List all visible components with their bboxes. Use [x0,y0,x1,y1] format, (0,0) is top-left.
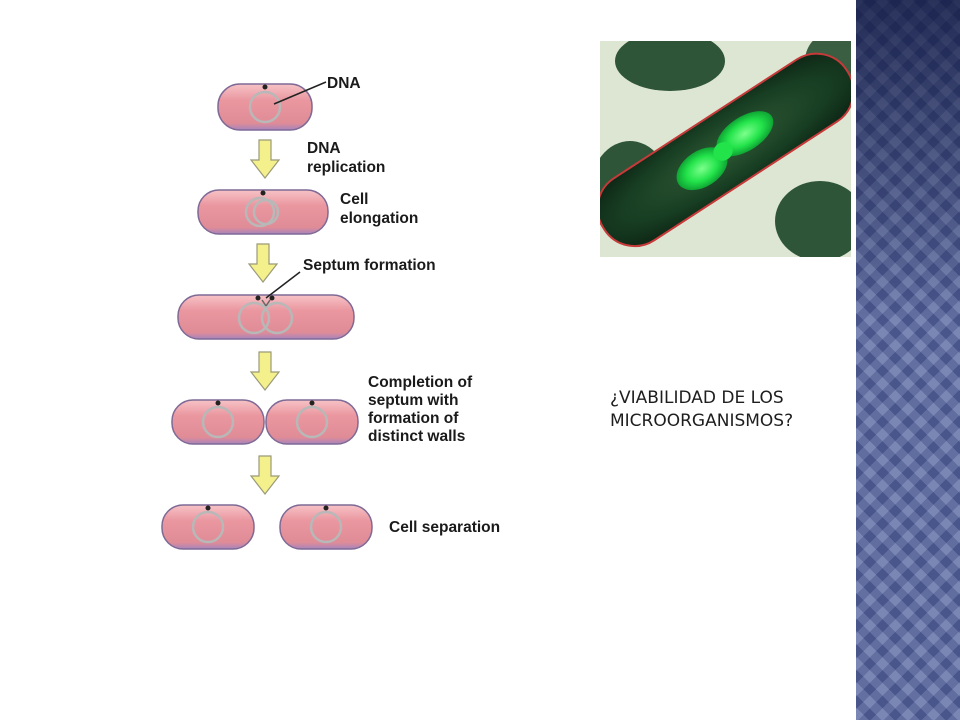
diagram-graphics [161,81,373,550]
label-completion-line2: septum with [368,392,459,409]
binary-fission-diagram: DNA DNA replication Cell elongation Sept… [150,60,530,560]
label-septum-formation: Septum formation [303,257,436,274]
cell-stage-2 [197,189,329,235]
label-cell-separation: Cell separation [389,519,501,536]
micrograph-image [600,41,851,257]
label-completion-line4: distinct walls [368,428,466,445]
label-completion-line1: Completion of [368,374,473,391]
micrograph-graphics [600,41,851,257]
cell-stage-5 [161,504,373,550]
arrow-down-icon [249,351,281,391]
cell-stage-3 [177,271,355,340]
question-line-2: MICROORGANISMOS? [610,411,794,431]
viability-question: ¿VIABILIDAD DE LOS MICROORGANISMOS? [610,387,850,433]
label-completion-line3: formation of [368,410,459,427]
label-cell-elongation-line2: elongation [340,210,419,227]
arrow-down-icon [247,243,279,283]
arrow-down-icon [249,455,281,495]
label-dna-replication-line1: DNA [307,140,341,157]
label-dna-replication-line2: replication [307,159,386,176]
label-dna: DNA [327,75,361,92]
cell-stage-4 [171,399,359,445]
cell-stage-1 [217,81,327,131]
decorative-side-band [856,0,960,720]
arrow-down-icon [249,139,281,179]
label-cell-elongation-line1: Cell [340,191,369,208]
question-line-1: ¿VIABILIDAD DE LOS [610,388,784,408]
